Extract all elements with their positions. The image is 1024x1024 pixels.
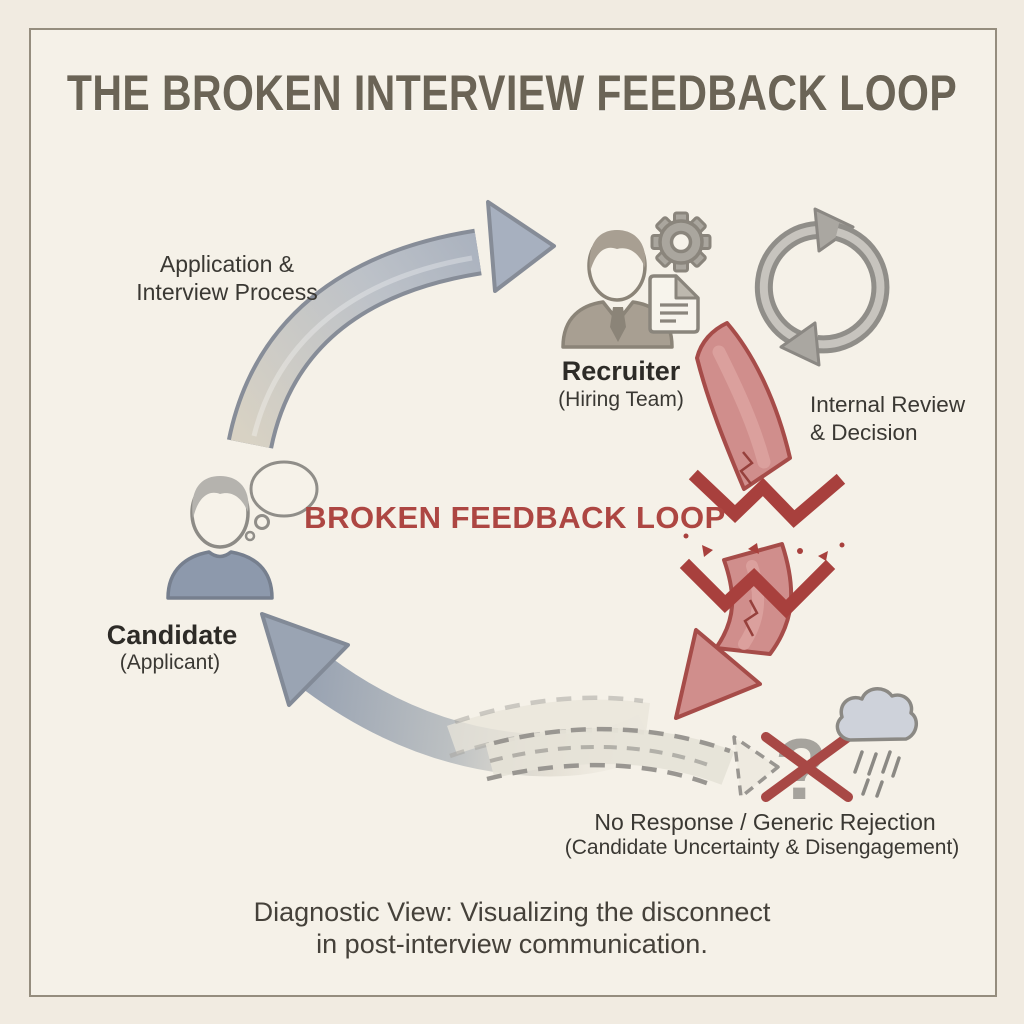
- crossed-question-icon: ?: [761, 722, 853, 818]
- candidate-label: Candidate: [106, 620, 238, 650]
- diagram-title: THE BROKEN INTERVIEW FEEDBACK LOOP: [66, 65, 958, 121]
- diagnostic-caption-line1: Diagnostic View: Visualizing the disconn…: [253, 897, 771, 927]
- internal-review-label-line1: Internal Review: [810, 392, 966, 417]
- gear-icon: [650, 211, 712, 273]
- rain-cloud-icon: [835, 687, 919, 798]
- diagnostic-caption-line2: in post-interview communication.: [316, 929, 708, 959]
- recruiter-label: Recruiter: [561, 356, 681, 386]
- no-response-dashed-arrow: [485, 726, 780, 799]
- application-flow-label-line2: Interview Process: [136, 279, 318, 306]
- recruiter-person-icon: [561, 230, 674, 349]
- application-flow-label: Application & Interview Process: [136, 250, 318, 306]
- internal-review-label-line2: & Decision: [810, 420, 918, 445]
- thought-bubble-icon: [244, 460, 319, 542]
- no-response-label-line1: No Response / Generic Rejection: [594, 809, 936, 835]
- break-icon: [679, 469, 846, 619]
- cycle-arrows-icon: [754, 207, 890, 367]
- candidate-sublabel: (Applicant): [119, 651, 221, 674]
- broken-feedback-loop-label: BROKEN FEEDBACK LOOP: [304, 500, 726, 535]
- broken-arrow-lower: [674, 542, 794, 720]
- application-arrow: [226, 200, 556, 450]
- candidate-icon-group: [166, 460, 319, 600]
- recruiter-icon-group: [561, 211, 712, 349]
- no-response-label-line2: (Candidate Uncertainty & Disengagement): [564, 836, 960, 859]
- broken-arrow-upper: [695, 321, 792, 491]
- document-icon: [648, 274, 700, 334]
- recruiter-sublabel: (Hiring Team): [558, 388, 684, 411]
- application-flow-label-line1: Application &: [159, 251, 295, 277]
- candidate-person-icon: [166, 476, 274, 600]
